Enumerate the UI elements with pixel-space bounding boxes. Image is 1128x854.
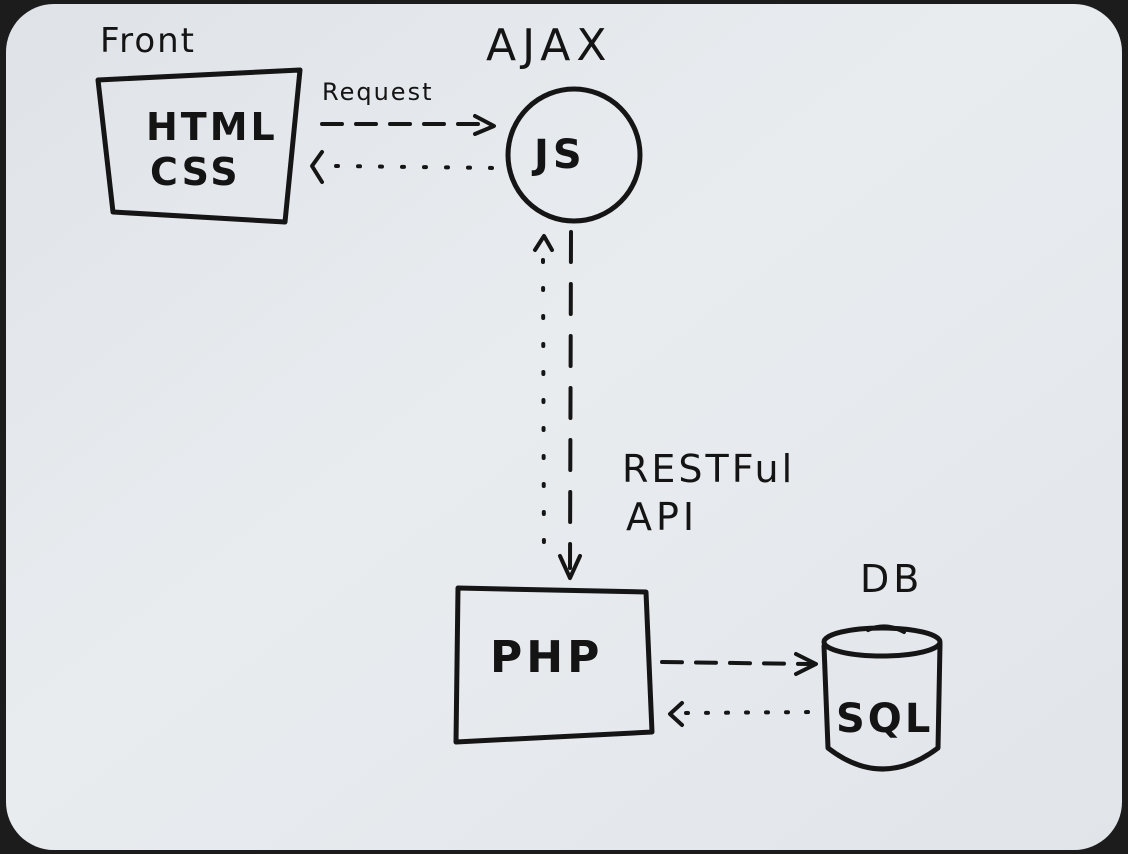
front-label: Front <box>100 21 196 61</box>
js-label: JS <box>531 132 586 178</box>
response-arrow <box>310 150 497 184</box>
html-label: HTML <box>146 105 278 149</box>
html-css-box <box>95 67 303 225</box>
database-cylinder-icon <box>821 624 943 772</box>
css-label: CSS <box>150 150 241 194</box>
api-request-arrow <box>558 230 582 580</box>
sql-label: SQL <box>836 696 933 742</box>
api-label: API <box>626 495 698 539</box>
db-label: DB <box>860 557 923 601</box>
result-arrow <box>668 701 817 727</box>
request-label: Request <box>322 78 434 106</box>
api-response-arrow <box>533 234 554 568</box>
restful-label: RESTFul <box>622 447 795 491</box>
php-box <box>453 585 655 745</box>
js-circle <box>505 86 643 224</box>
ajax-label: AJAX <box>486 20 613 71</box>
query-arrow <box>660 652 818 676</box>
php-label: PHP <box>490 632 603 683</box>
request-arrow <box>320 114 496 136</box>
